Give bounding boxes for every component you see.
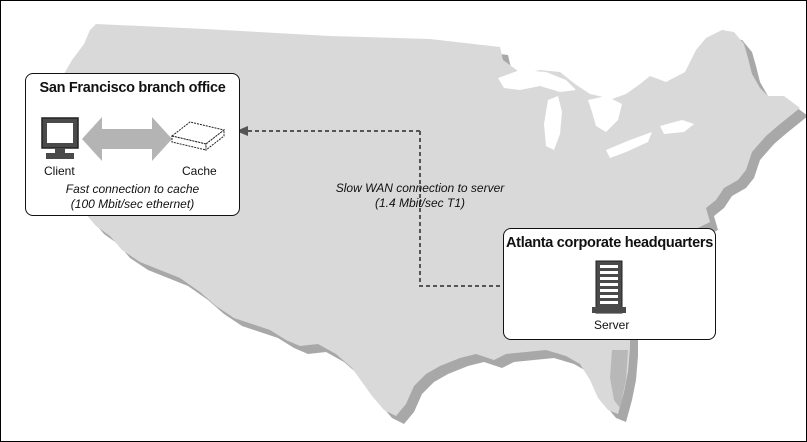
lake-superior bbox=[498, 70, 576, 92]
fast-link-arrow bbox=[82, 117, 172, 161]
client-computer-icon bbox=[41, 117, 79, 159]
lake-erie bbox=[606, 132, 652, 158]
sf-office-title: San Francisco branch office bbox=[39, 80, 226, 96]
lake-ontario bbox=[660, 120, 694, 134]
lake-michigan bbox=[544, 96, 562, 150]
cache-label: Cache bbox=[182, 164, 217, 178]
sf-branch-office-box: San Francisco branch office Client Cache… bbox=[25, 73, 240, 216]
fast-connection-speed: (100 Mbit/sec ethernet) bbox=[70, 197, 195, 211]
wan-connection-speed: (1.4 Mbit/sec T1) bbox=[374, 196, 466, 210]
fast-connection-caption: Fast connection to cache bbox=[65, 182, 200, 196]
wan-arrowhead-left bbox=[236, 126, 248, 136]
florida-shadow bbox=[610, 350, 628, 408]
client-label: Client bbox=[44, 164, 75, 178]
atlanta-office-title: Atlanta corporate headquarters bbox=[506, 235, 713, 251]
server-icon bbox=[592, 260, 626, 314]
lake-huron bbox=[588, 96, 622, 132]
atlanta-hq-box: Atlanta corporate headquarters Server bbox=[503, 228, 716, 340]
cache-device-icon bbox=[170, 121, 226, 152]
wan-connection-caption: Slow WAN connection to server bbox=[335, 181, 505, 195]
server-label: Server bbox=[594, 318, 630, 332]
